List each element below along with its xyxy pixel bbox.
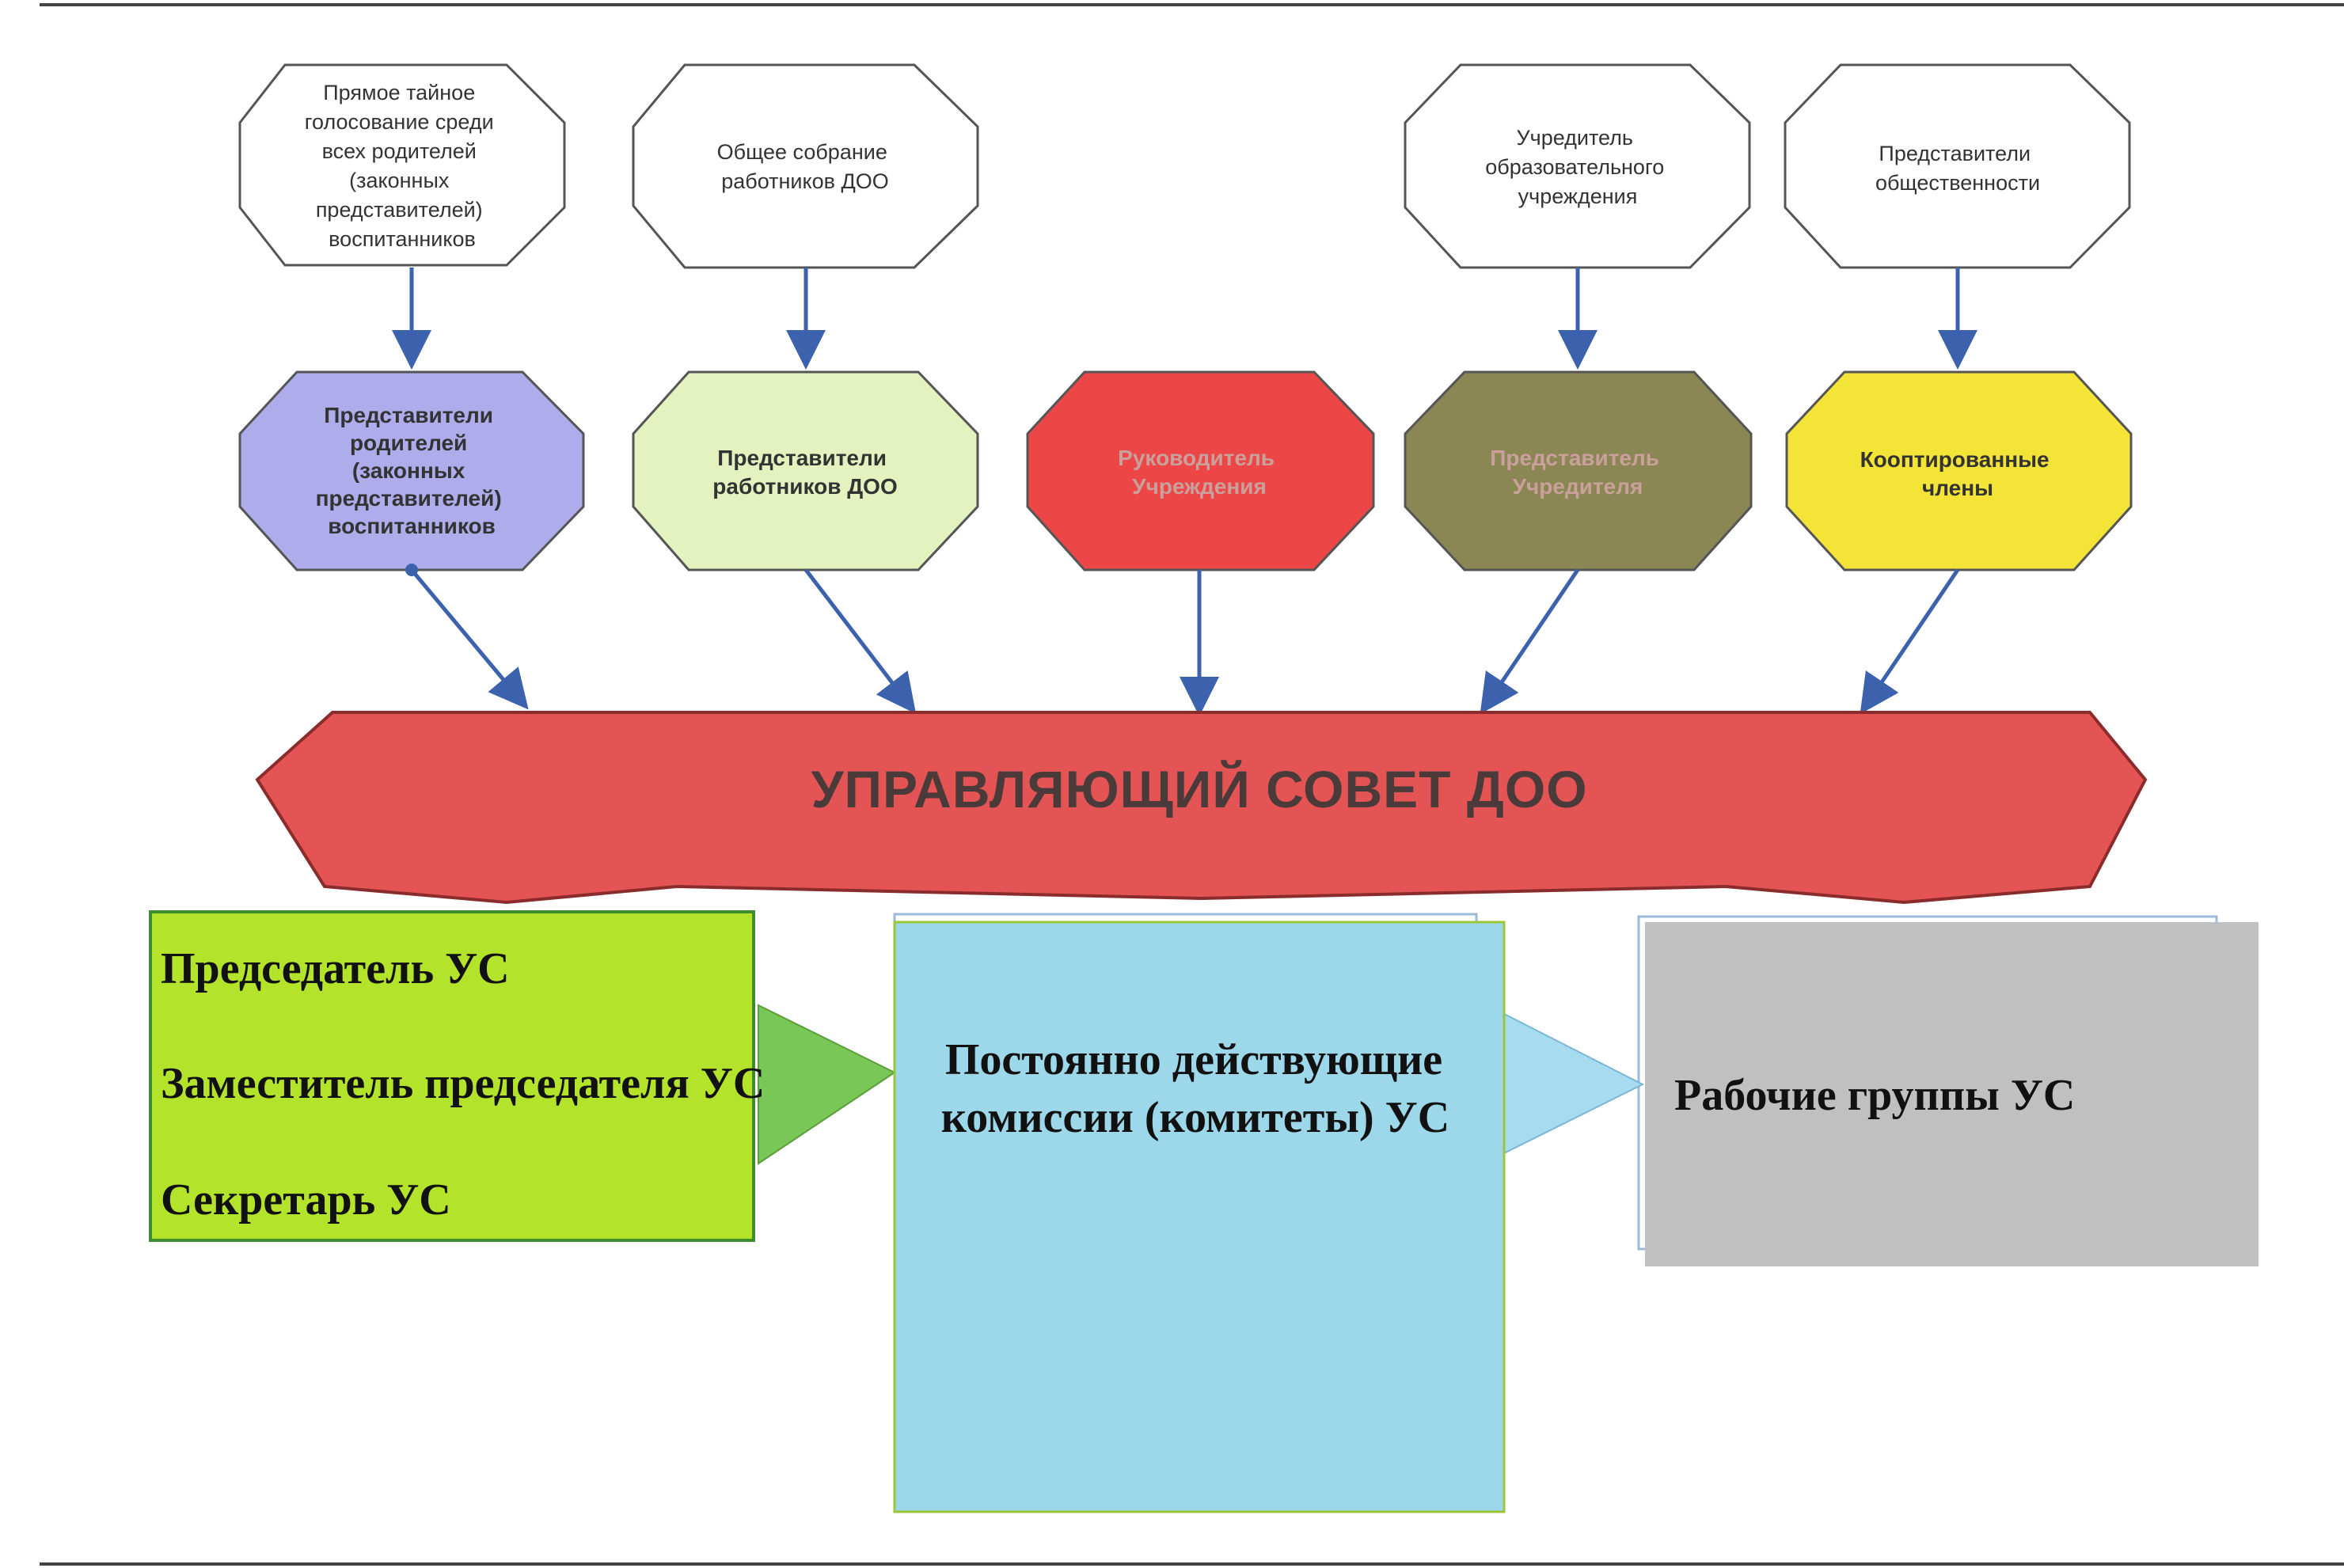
rep-line: (законных — [352, 458, 465, 483]
source-line: Общее собрание — [717, 140, 887, 164]
source-node-parents-vote: Прямое тайное голосование среди всех род… — [238, 63, 566, 267]
commissions-line: комиссии (комитеты) УС — [941, 1093, 1449, 1142]
source-line: воспитанников — [329, 227, 476, 251]
council-title: УПРАВЛЯЮЩИЙ СОВЕТ ДОО — [811, 759, 1587, 818]
svg-text:Руководитель Учреждения: Руководитель Учреждения — [1118, 446, 1281, 499]
rep-node-parents: Представители родителей (законных предст… — [238, 370, 585, 571]
connector-arrow-blue — [1502, 1012, 1645, 1156]
rep-line: Кооптированные — [1860, 447, 2050, 472]
rep-node-staff: Представители работников ДОО — [632, 370, 979, 571]
working-groups-box — [1645, 922, 2259, 1266]
rep-node-director: Руководитель Учреждения — [1026, 370, 1375, 571]
source-node-staff-meeting: Общее собрание работников ДОО — [632, 63, 979, 269]
commissions-line: Постоянно действующие — [945, 1035, 1442, 1084]
officer-deputy: Заместитель председателя УС — [161, 1059, 765, 1108]
arrow-coopted-to-council — [1860, 568, 1960, 715]
rep-node-coopted: Кооптированные члены — [1785, 370, 2133, 571]
source-line: Представители — [1879, 142, 2031, 165]
connector-arrow-green — [758, 1004, 896, 1165]
source-line: Учредитель — [1516, 126, 1633, 150]
rep-line: Учредителя — [1513, 474, 1643, 499]
svg-text:Представитель Учредителя: Представитель Учредителя — [1490, 446, 1666, 499]
rep-line: члены — [1922, 476, 1993, 500]
rep-line: Учреждения — [1132, 474, 1267, 499]
source-node-public: Представители общественности — [1784, 63, 2131, 269]
rep-line: родителей — [350, 431, 467, 455]
source-line: работников ДОО — [721, 169, 889, 193]
commissions-box — [893, 921, 1506, 1513]
source-line: общественности — [1875, 171, 2040, 195]
rep-line: Представители — [324, 403, 493, 427]
working-groups-label: Рабочие группы УС — [1674, 1071, 2075, 1120]
arrow-origin-dot — [405, 564, 418, 576]
source-line: всех родителей — [322, 139, 477, 163]
svg-text:Председатель УС Заместител: Председатель УС Заместитель председателя… — [161, 944, 776, 1224]
source-node-founder: Учредитель образовательного учреждения — [1404, 63, 1751, 269]
svg-text:Учредитель образовательн: Учредитель образовательного учреждения — [1485, 126, 1670, 208]
source-line: Прямое тайное — [323, 81, 475, 104]
source-line: (законных — [349, 169, 450, 192]
council-banner: УПРАВЛЯЮЩИЙ СОВЕТ ДОО — [255, 711, 2148, 905]
svg-text:Кооптированные члены: Кооптированные члены — [1860, 447, 2056, 500]
svg-text:Представители работников: Представители работников ДОО — [712, 446, 897, 499]
arrow-parents-rep-to-council — [410, 568, 529, 710]
rep-line: Представитель — [1490, 446, 1659, 470]
officer-chair: Председатель УС — [161, 944, 510, 993]
arrow-staff-rep-to-council — [804, 568, 917, 714]
officer-secretary: Секретарь УС — [161, 1175, 451, 1224]
source-line: учреждения — [1518, 184, 1638, 208]
svg-text:Прямое тайное голосовани: Прямое тайное голосование среди всех род… — [305, 81, 500, 251]
svg-text:Общее собрание работнико: Общее собрание работников ДОО — [717, 140, 894, 193]
svg-text:Представители родителей: Представители родителей (законных предст… — [316, 403, 508, 538]
source-line: образовательного — [1485, 155, 1664, 179]
rep-line: Представители — [717, 446, 887, 470]
svg-text:Представители общественн: Представители общественности — [1875, 142, 2040, 195]
rep-line: работников ДОО — [712, 474, 897, 499]
rep-line: воспитанников — [328, 514, 496, 538]
source-line: голосование среди — [305, 110, 494, 134]
rep-node-founder: Представитель Учредителя — [1404, 370, 1753, 571]
rep-line: представителей) — [316, 486, 502, 511]
source-line: представителей) — [316, 198, 483, 222]
rep-line: Руководитель — [1118, 446, 1275, 470]
officers-box — [149, 910, 755, 1242]
arrow-founder-rep-to-council — [1480, 568, 1580, 715]
svg-text:Постоянно действующие коми: Постоянно действующие комиссии (комитеты… — [941, 1035, 1453, 1142]
